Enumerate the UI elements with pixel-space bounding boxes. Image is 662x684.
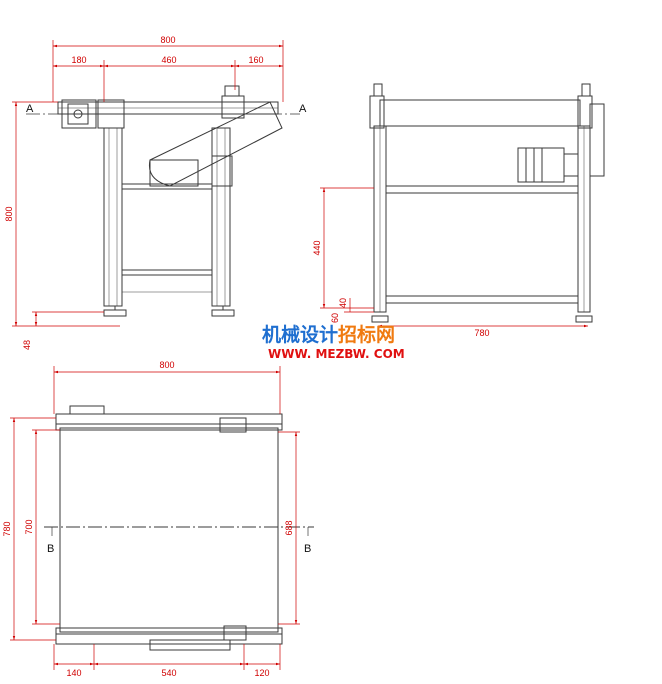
- side-upper-cross: [385, 185, 579, 194]
- side-lower-cross: [385, 295, 579, 304]
- section-a-left: A: [26, 103, 34, 115]
- dim-top-mid-span: 540: [161, 668, 176, 678]
- front-left-foot: [103, 309, 127, 317]
- watermark: 机械设计招标网 WWW. MEZBW. COM: [262, 323, 405, 361]
- top-lower-rail: [55, 633, 283, 645]
- side-belt: [379, 99, 581, 127]
- side-right-foot: [575, 315, 593, 323]
- dim-front-right-offset: 160: [248, 55, 263, 65]
- front-right-leg: [211, 127, 231, 307]
- top-dimensions: [10, 366, 309, 670]
- dim-front-foot: 48: [22, 340, 32, 350]
- front-left-leg: [103, 127, 123, 307]
- front-motor-box: [149, 159, 199, 187]
- watermark-blue-text: 机械设计: [262, 323, 338, 346]
- dim-side-small-a: 60: [330, 313, 340, 323]
- dim-side-lower-height: 440: [312, 240, 322, 255]
- dim-top-left-offset: 140: [66, 668, 81, 678]
- front-drive-housing: [148, 101, 283, 187]
- dim-top-right-offset: 120: [254, 668, 269, 678]
- section-b-left: B: [47, 543, 54, 555]
- top-belt: [59, 427, 279, 633]
- section-b-right: B: [304, 543, 311, 555]
- dim-top-outer-height: 780: [2, 521, 12, 536]
- front-right-pulley-bracket: [221, 95, 245, 119]
- side-dimensions: [320, 187, 588, 328]
- dim-side-width: 780: [474, 328, 489, 338]
- top-dimension-text: 800 780 700 688 140 540 120 B B: [2, 360, 311, 678]
- dim-front-mid-span: 460: [161, 55, 176, 65]
- front-right-foot: [211, 309, 235, 317]
- front-lower-cross: [121, 269, 213, 276]
- front-dimensions: [12, 40, 300, 327]
- dim-front-left-offset: 180: [71, 55, 86, 65]
- side-left-foot: [371, 315, 389, 323]
- dim-top-belt-height: 688: [284, 520, 294, 535]
- section-a-right: A: [299, 103, 307, 115]
- dim-top-total-width: 800: [159, 360, 174, 370]
- watermark-orange-text: 招标网: [338, 323, 395, 346]
- dim-front-total-width: 800: [160, 35, 175, 45]
- side-dimension-text: 440 60 40 780: [312, 240, 490, 338]
- front-dimension-text: 800 180 460 160 800 48 A A: [4, 35, 307, 350]
- dim-front-height: 800: [4, 206, 14, 221]
- front-view: [57, 85, 283, 317]
- svg-text:机械设计招标网: 机械设计招标网: [262, 323, 395, 346]
- side-view: [369, 83, 605, 323]
- top-view: [44, 405, 314, 651]
- top-upper-rail: [55, 413, 283, 425]
- dim-side-small-b: 40: [338, 298, 348, 308]
- dim-top-inner-height: 700: [24, 519, 34, 534]
- watermark-url: WWW. MEZBW. COM: [268, 347, 405, 361]
- side-motor: [517, 147, 565, 183]
